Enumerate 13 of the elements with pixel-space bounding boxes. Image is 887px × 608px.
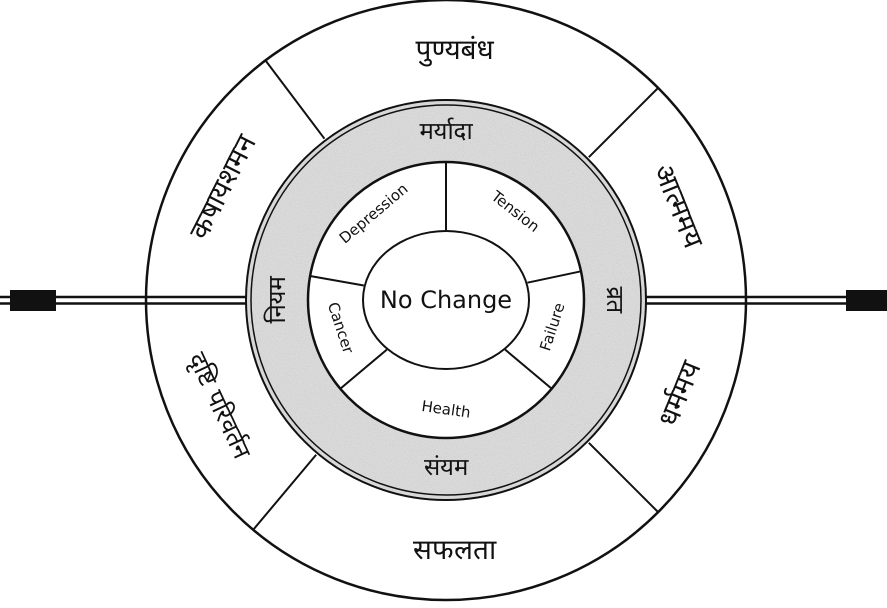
- segment-label: पुण्यबंध: [416, 34, 494, 66]
- segment-label: Health: [420, 398, 472, 422]
- segment-label: आत्ममय: [646, 160, 709, 253]
- segment-label: धर्ममय: [652, 357, 708, 432]
- segment-label: नियम: [264, 276, 292, 324]
- segment-label: सफलता: [413, 534, 496, 566]
- segment-label: मर्यादा: [420, 118, 472, 146]
- segment-label: दृष्टि परिवर्तन: [182, 348, 257, 464]
- segment-label: Failure: [536, 300, 569, 353]
- segment-label: संयम: [424, 454, 468, 482]
- segment-label: व्रत: [600, 286, 628, 314]
- center-text: No Change: [380, 286, 512, 314]
- segment-label: Cancer: [323, 300, 356, 356]
